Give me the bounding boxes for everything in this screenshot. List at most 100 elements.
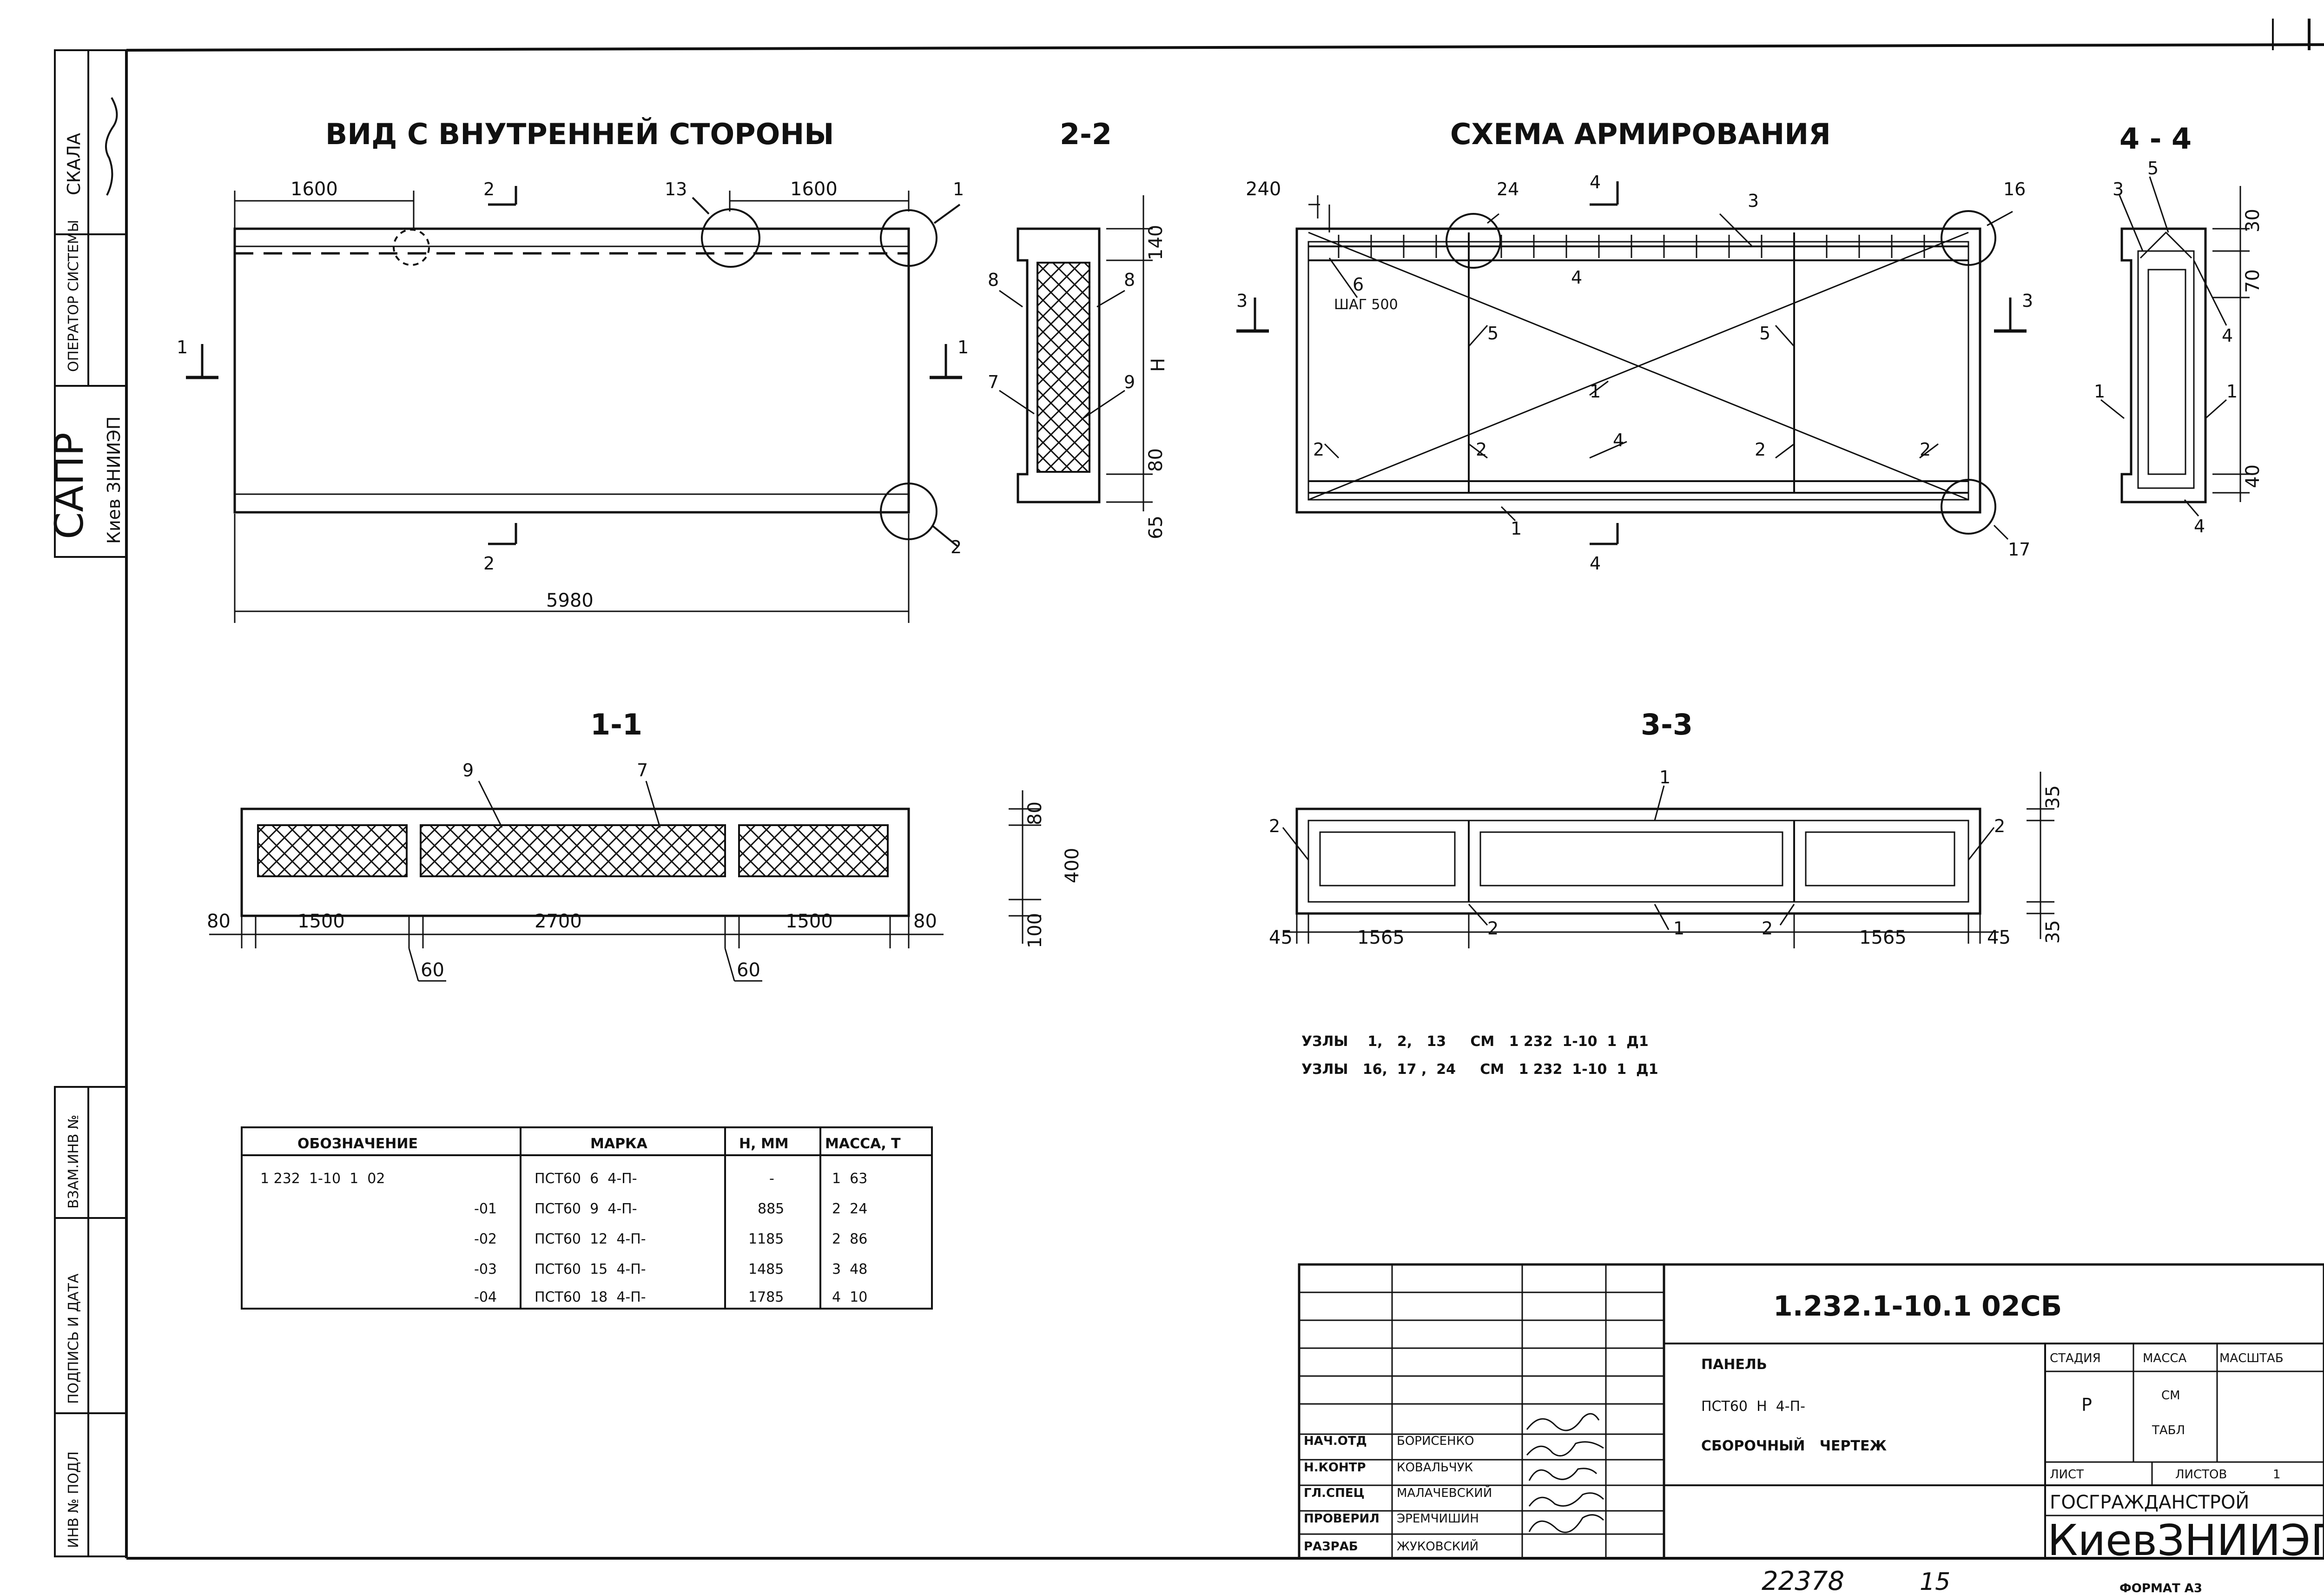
s3-pos-2-mid-right: 2 (1762, 918, 1773, 939)
inner-view-title: ВИД С ВНУТРЕННЕЙ СТОРОНЫ (325, 117, 834, 151)
s4-pos-4-bottom: 4 (2194, 516, 2205, 536)
inv-orig-label: ИНВ № ПОДЛ (66, 1451, 82, 1548)
sheets-value: 1 (2273, 1468, 2281, 1482)
s1-dim-1500-right: 1500 (786, 911, 833, 932)
s1-pos-7: 7 (637, 760, 648, 781)
re-dim-240: 240 (1246, 179, 1281, 200)
s4-dim-70: 70 (2242, 269, 2264, 293)
s1-pos-9: 9 (462, 760, 474, 781)
operator-label: ОПЕРАТОР СИСТЕМЫ (66, 220, 82, 372)
doc-code: 1.232.1-10.1 02СБ (1773, 1290, 2062, 1323)
sheet-label: ЛИСТ (2050, 1468, 2084, 1482)
s3-pos-1-top: 1 (1659, 767, 1670, 788)
re-pos-3: 3 (1748, 191, 1759, 211)
s2-dim-80: 80 (1145, 448, 1167, 472)
spec-r3-h: 1485 (748, 1261, 784, 1277)
staff-name-0: БОРИСЕНКО (1397, 1434, 1474, 1448)
s4-pos-3: 3 (2113, 179, 2124, 199)
org-line-2: КиевЗНИИЭП (2047, 1516, 2324, 1565)
stage-value: Р (2081, 1395, 2092, 1415)
spec-r0-mass: 1 63 (832, 1171, 867, 1187)
spec-r2-mark: ПСТ60 12 4-П- (535, 1231, 646, 1247)
part-name-2: ПСТ60 Н 4-П- (1701, 1398, 1805, 1415)
s1-vdim-400: 400 (1062, 848, 1083, 883)
re-cut-4-bottom: 4 (1590, 553, 1601, 574)
inner-view-nodes (393, 197, 961, 547)
re-pos-2-b: 2 (1476, 439, 1487, 460)
spec-table-text: ОБОЗНАЧЕНИЕ МАРКА Н, ММ МАССА, Т 1 232 1… (260, 1136, 901, 1305)
s2-pos-7: 7 (988, 372, 999, 392)
dim-right-1600: 1600 (790, 179, 838, 200)
dim-total-5980: 5980 (546, 590, 594, 611)
mass-value-1: СМ (2161, 1389, 2180, 1403)
s4-dim-30: 30 (2242, 209, 2264, 232)
spec-r3-mass: 3 48 (832, 1261, 867, 1277)
re-pos-6: 6 (1353, 274, 1364, 295)
spec-r1-designation: -01 (474, 1201, 497, 1217)
scale-signature (105, 97, 118, 196)
s4-pos-4-top: 4 (2222, 325, 2233, 346)
s1-dim-60-right: 60 (737, 960, 760, 981)
s3-dim-1565-left: 1565 (1357, 927, 1405, 948)
section-2-title: 2-2 (1060, 117, 1112, 151)
section-4-drawing (2100, 176, 2250, 516)
re-pos-24: 24 (1497, 179, 1519, 199)
s3-vdim-35-bottom: 35 (2042, 920, 2064, 944)
node-ref-line-1: УЗЛЫ 1, 2, 13 СМ 1 232 1-10 1 Д1 (1301, 1033, 1649, 1050)
sign-date-label: ПОДПИСЬ И ДАТА (66, 1273, 82, 1404)
title-block (1298, 1263, 2324, 1560)
sapr-org: Киев ЗНИИЭП (104, 417, 124, 544)
section-1-drawing (209, 781, 1041, 982)
node-2-label: 2 (951, 537, 962, 557)
node-13-circle (701, 208, 760, 268)
col-stage: СТАДИЯ (2050, 1351, 2101, 1365)
sapr-title: САПР (46, 432, 92, 539)
side-stamp-labels: СКАЛА ОПЕРАТОР СИСТЕМЫ САПР Киев ЗНИИЭП … (46, 97, 124, 1548)
s3-dim-45-left: 45 (1269, 927, 1293, 948)
spec-r0-mark: ПСТ60 6 4-П- (535, 1171, 637, 1187)
s2-pos-8-right: 8 (1124, 270, 1135, 290)
spec-table (241, 1126, 933, 1310)
re-pos-16: 16 (2003, 179, 2026, 199)
cut-2-bottom: 2 (483, 553, 495, 574)
staff-name-4: ЖУКОВСКИЙ (1397, 1539, 1479, 1554)
spec-r1-h: 885 (758, 1201, 784, 1217)
spec-header-designation: ОБОЗНАЧЕНИЕ (297, 1136, 418, 1152)
inventory-number: 22378 (1762, 1566, 1844, 1595)
section-3-title: 3-3 (1641, 708, 1693, 741)
s1-dim-60-left: 60 (421, 960, 444, 981)
s3-dim-1565-right: 1565 (1859, 927, 1907, 948)
s3-dim-45-right: 45 (1987, 927, 2011, 948)
spec-header-mark: МАРКА (590, 1136, 648, 1152)
cut-1-left: 1 (177, 337, 188, 357)
s3-pos-2-right: 2 (1994, 816, 2005, 836)
s1-dim-80-left: 80 (207, 911, 231, 932)
spec-r3-designation: -03 (474, 1261, 497, 1277)
staff-role-3: ПРОВЕРИЛ (1304, 1512, 1380, 1526)
dim-left-1600: 1600 (290, 179, 338, 200)
s1-dim-1500-left: 1500 (297, 911, 345, 932)
sheets-label: ЛИСТОВ (2175, 1468, 2227, 1482)
part-name-3: СБОРОЧНЫЙ ЧЕРТЕЖ (1701, 1437, 1887, 1454)
staff-name-1: КОВАЛЬЧУК (1397, 1461, 1473, 1475)
spec-r2-mass: 2 86 (832, 1231, 867, 1247)
mass-value-2: ТАБЛ (2152, 1423, 2185, 1437)
org-line-1: ГОСГРАЖДАНСТРОЙ (2050, 1491, 2249, 1513)
page-number: 15 (1920, 1568, 1950, 1595)
node-ref-line-2: УЗЛЫ 16, 17 , 24 СМ 1 232 1-10 1 Д1 (1301, 1061, 1658, 1078)
s1-vdim-80: 80 (1024, 801, 1046, 825)
s4-pos-1-right: 1 (2226, 381, 2238, 402)
s2-dim-65: 65 (1145, 516, 1167, 539)
s3-pos-1-bottom: 1 (1673, 918, 1684, 939)
spec-header-mass: МАССА, Т (825, 1136, 901, 1152)
re-pos-4-bottom: 4 (1613, 430, 1624, 450)
re-cut-4-top: 4 (1590, 172, 1601, 192)
section-3-drawing (1282, 772, 2054, 948)
section-2-drawing (999, 195, 1153, 511)
re-pos-2-a: 2 (1313, 439, 1324, 460)
cut-2-top: 2 (483, 179, 495, 199)
spec-r2-h: 1185 (748, 1231, 784, 1247)
col-mass: МАССА (2143, 1351, 2187, 1365)
reinforcement-title: СХЕМА АРМИРОВАНИЯ (1450, 117, 1831, 151)
spec-r2-designation: -02 (474, 1231, 497, 1247)
